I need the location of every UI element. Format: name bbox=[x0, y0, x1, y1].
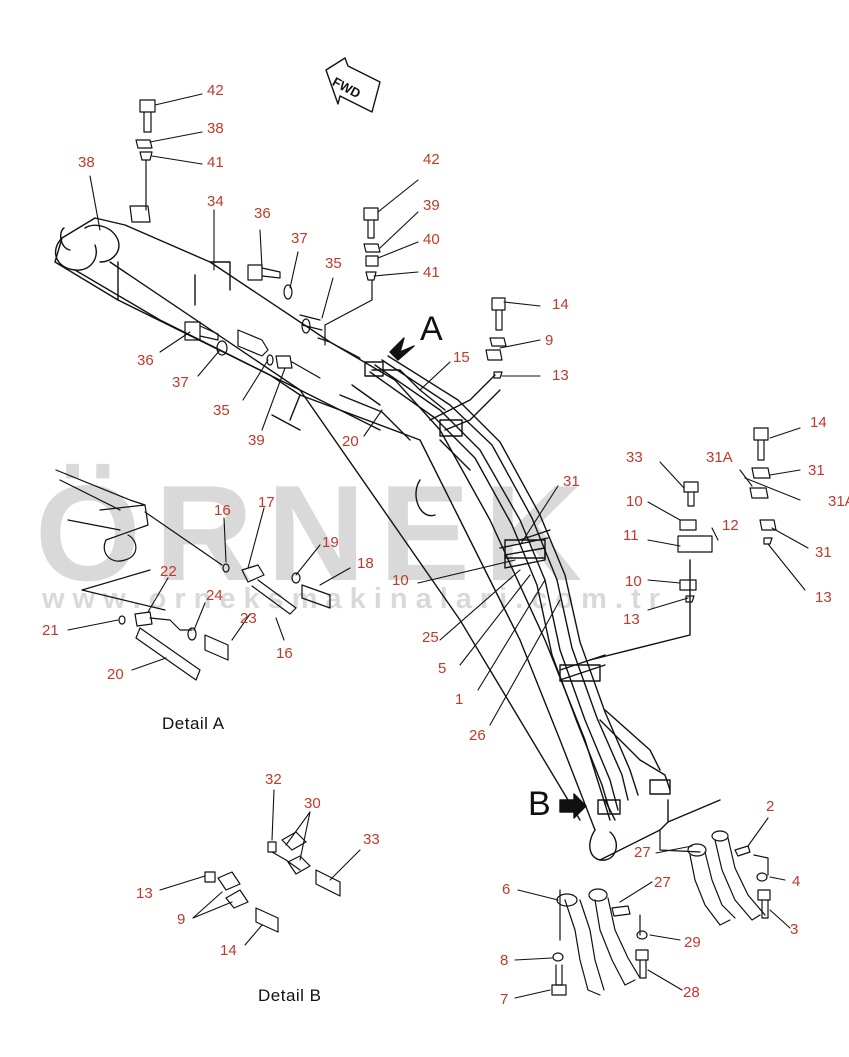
callout-27: 27 bbox=[634, 844, 651, 861]
callout-36: 36 bbox=[137, 352, 154, 369]
callout-9: 9 bbox=[177, 911, 186, 928]
callout-34: 34 bbox=[207, 193, 224, 210]
detail-b-title: Detail B bbox=[258, 986, 322, 1005]
watermark-url: www.orneksmakinalari.com.tr bbox=[42, 583, 668, 615]
part-sketches bbox=[129, 99, 777, 603]
view-a-arrow-icon bbox=[389, 337, 415, 361]
callout-30: 30 bbox=[304, 795, 321, 812]
callout-13: 13 bbox=[815, 589, 832, 606]
callout-10: 10 bbox=[626, 493, 643, 510]
callout-1: 1 bbox=[455, 691, 464, 708]
callout-13: 13 bbox=[136, 885, 153, 902]
view-b-arrow-icon bbox=[559, 793, 587, 819]
callout-28: 28 bbox=[683, 984, 700, 1001]
callout-10: 10 bbox=[625, 573, 642, 590]
lower-hoses bbox=[551, 829, 771, 996]
callout-20: 20 bbox=[342, 433, 359, 450]
detail-b-sketch bbox=[204, 831, 341, 933]
callout-41: 41 bbox=[207, 154, 224, 171]
callout-11: 11 bbox=[623, 527, 639, 544]
callout-31: 31 bbox=[808, 462, 825, 479]
callout-33: 33 bbox=[363, 831, 380, 848]
callout-39: 39 bbox=[248, 432, 265, 449]
callout-31: 31 bbox=[563, 473, 580, 490]
callout-37: 37 bbox=[291, 230, 308, 247]
callout-20: 20 bbox=[107, 666, 124, 683]
view-marker-a: A bbox=[420, 310, 443, 348]
callout-14: 14 bbox=[552, 296, 569, 313]
detail-a-sketch bbox=[55, 469, 331, 681]
callout-6: 6 bbox=[502, 881, 511, 898]
callout-13: 13 bbox=[623, 611, 640, 628]
callout-5: 5 bbox=[438, 660, 447, 677]
callout-12: 12 bbox=[722, 517, 739, 534]
callout-38: 38 bbox=[78, 154, 95, 171]
callout-24: 24 bbox=[206, 587, 223, 604]
leader-lines bbox=[67, 93, 809, 999]
callout-2: 2 bbox=[766, 798, 775, 815]
callout-17: 17 bbox=[258, 494, 275, 511]
detail-a-title: Detail A bbox=[162, 714, 225, 733]
callout-27: 27 bbox=[654, 874, 671, 891]
callout-14: 14 bbox=[220, 942, 237, 959]
callout-25: 25 bbox=[422, 629, 439, 646]
callout-42: 42 bbox=[207, 82, 224, 99]
boom-outline bbox=[54, 217, 721, 861]
callout-38: 38 bbox=[207, 120, 224, 137]
callout-32: 32 bbox=[265, 771, 282, 788]
callout-41: 41 bbox=[423, 264, 440, 281]
callout-35: 35 bbox=[325, 255, 342, 272]
callout-29: 29 bbox=[684, 934, 701, 951]
view-marker-b: B bbox=[528, 785, 551, 823]
callout-16: 16 bbox=[214, 502, 231, 519]
callout-22: 22 bbox=[160, 563, 177, 580]
callout-40: 40 bbox=[423, 231, 440, 248]
callout-14: 14 bbox=[810, 414, 827, 431]
callout-37: 37 bbox=[172, 374, 189, 391]
callout-19: 19 bbox=[322, 534, 339, 551]
callout-35: 35 bbox=[213, 402, 230, 419]
callout-9: 9 bbox=[545, 332, 554, 349]
callout-7: 7 bbox=[500, 991, 509, 1008]
callout-4: 4 bbox=[792, 873, 801, 890]
callout-13: 13 bbox=[552, 367, 569, 384]
callout-36: 36 bbox=[254, 205, 271, 222]
callout-33: 33 bbox=[626, 449, 643, 466]
callout-31: 31 bbox=[815, 544, 832, 561]
callout-18: 18 bbox=[357, 555, 374, 572]
callout-23: 23 bbox=[240, 610, 257, 627]
callout-10: 10 bbox=[392, 572, 409, 589]
callout-26: 26 bbox=[469, 727, 486, 744]
callout-31A: 31A bbox=[706, 449, 733, 466]
callout-15: 15 bbox=[453, 349, 470, 366]
callout-42: 42 bbox=[423, 151, 440, 168]
callout-31A: 31A bbox=[828, 493, 849, 510]
fwd-arrow-icon bbox=[325, 57, 381, 113]
callout-39: 39 bbox=[423, 197, 440, 214]
callout-8: 8 bbox=[500, 952, 509, 969]
callout-16: 16 bbox=[276, 645, 293, 662]
callout-3: 3 bbox=[790, 921, 799, 938]
callout-21: 21 bbox=[42, 622, 59, 639]
